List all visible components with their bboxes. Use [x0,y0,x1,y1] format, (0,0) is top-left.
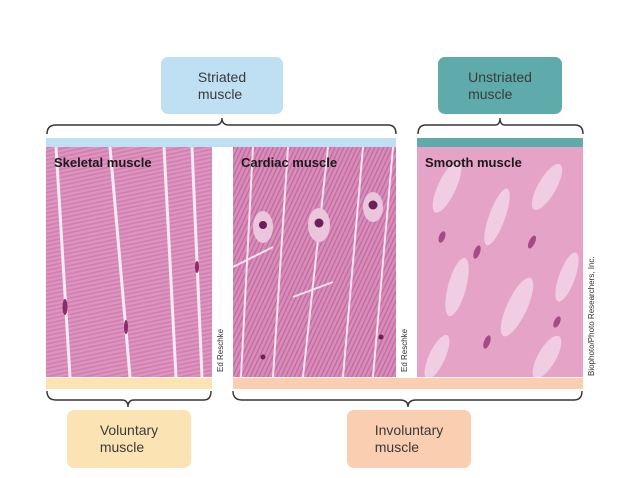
unstriated-brace [417,117,584,135]
cardiac-micrograph [233,147,396,377]
cardiac-credit: Ed Reschke [400,328,409,372]
voluntary-brace [46,390,212,408]
skeletal-muscle-label: Skeletal muscle [54,155,152,170]
voluntary-line2: muscle [99,439,145,455]
smooth-micrograph [417,147,583,377]
voluntary-muscle-box: Voluntary muscle [67,410,191,468]
striated-brace [46,117,397,135]
involuntary-line2: muscle [374,439,420,455]
voluntary-line1: Voluntary [99,422,159,438]
skeletal-credit: Ed Reschke [216,328,225,372]
skeletal-micrograph [46,147,212,377]
unstriated-muscle-box: Unstriated muscle [438,57,562,114]
cardiac-muscle-label: Cardiac muscle [241,155,338,170]
skeletal-muscle-panel: Skeletal muscle [46,147,212,377]
striated-muscle-box: Striated muscle [161,57,283,114]
involuntary-brace [232,390,583,408]
involuntary-line1: Involuntary [374,422,444,438]
smooth-muscle-panel: Smooth muscle [417,147,583,377]
smooth-muscle-label: Smooth muscle [425,155,522,170]
involuntary-muscle-box: Involuntary muscle [347,410,471,468]
striated-bar [46,138,396,147]
unstriated-line1: Unstriated [468,68,532,85]
cardiac-muscle-panel: Cardiac muscle [233,147,396,377]
unstriated-line2: muscle [468,85,513,102]
voluntary-bar [46,378,212,389]
striated-line1: Striated [197,68,247,85]
striated-line2: muscle [197,85,243,102]
unstriated-bar [417,138,583,147]
involuntary-bar [233,378,583,389]
smooth-credit: Biophoto/Photo Researchers, Inc. [587,256,596,376]
